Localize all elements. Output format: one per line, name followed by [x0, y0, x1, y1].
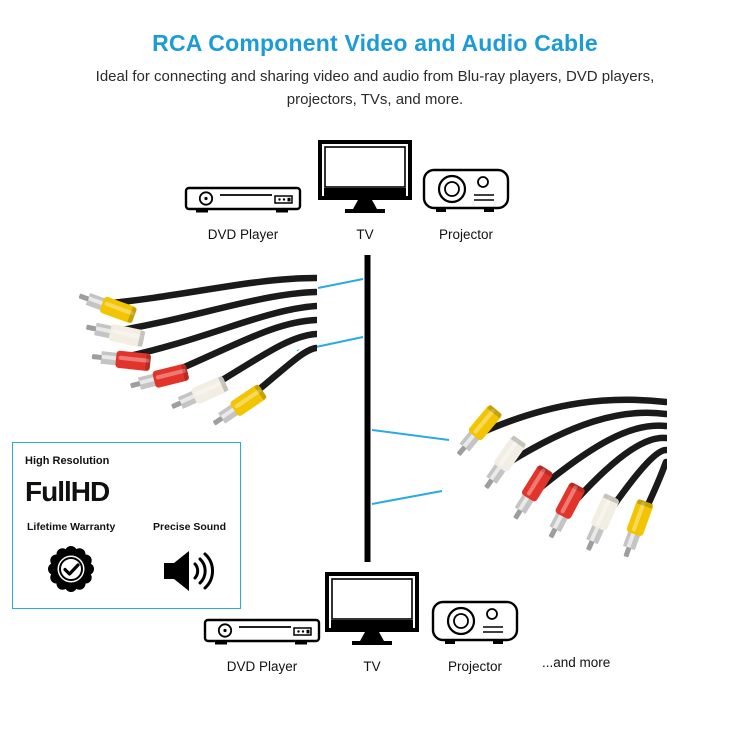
feature-high-resolution-label: High Resolution — [25, 455, 110, 467]
rca-plug-white — [479, 434, 527, 493]
device-top-dvd-player: DVD Player — [178, 183, 308, 242]
device-label: DVD Player — [226, 659, 298, 674]
projector-icon — [431, 600, 519, 644]
device-label: TV — [363, 659, 381, 674]
and-more-label: ...and more — [542, 655, 611, 670]
device-top-tv: TV — [310, 139, 420, 242]
feature-precise-sound: Precise Sound — [153, 521, 226, 599]
subtitle-line-2: projectors, TVs, and more. — [286, 91, 464, 109]
device-label: TV — [356, 227, 374, 242]
header: RCA Component Video and Audio Cable Idea… — [0, 30, 750, 111]
subtitle-line-1: Ideal for connecting and sharing video a… — [95, 68, 655, 85]
rca-plug-yellow — [76, 287, 138, 324]
device-label: DVD Player — [207, 227, 279, 242]
device-bottom-projector: Projector — [425, 593, 525, 674]
device-label: Projector — [447, 659, 503, 674]
projector-icon — [422, 168, 510, 212]
speaker-icon — [162, 548, 218, 594]
feature-box: High Resolution FullHD Lifetime Warranty — [12, 442, 241, 609]
warranty-badge-icon — [44, 541, 98, 599]
rca-plug-red — [507, 464, 554, 524]
dvd-player-icon — [203, 618, 321, 645]
precise-sound-label: Precise Sound — [153, 521, 226, 533]
feature-row: Lifetime Warranty — [25, 521, 228, 599]
device-top-projector: Projector — [416, 161, 516, 242]
rca-plug-red — [543, 481, 586, 542]
rca-plug-white — [580, 492, 620, 554]
rca-plug-yellow — [617, 498, 654, 560]
device-label: Projector — [438, 227, 494, 242]
feature-lifetime-warranty: Lifetime Warranty — [27, 521, 115, 599]
rca-cable-photo-left — [76, 272, 317, 427]
lifetime-warranty-label: Lifetime Warranty — [27, 521, 116, 533]
tv-icon — [325, 572, 419, 645]
device-bottom-dvd-player: DVD Player — [197, 615, 327, 674]
tv-icon — [318, 140, 412, 213]
pointer-line-left-top — [317, 278, 364, 289]
fullhd-logo: FullHD — [25, 476, 110, 507]
page-title: RCA Component Video and Audio Cable — [152, 30, 598, 56]
rca-cable-photo-right — [451, 396, 667, 560]
dvd-player-icon — [184, 186, 302, 213]
device-bottom-tv: TV — [317, 571, 427, 674]
